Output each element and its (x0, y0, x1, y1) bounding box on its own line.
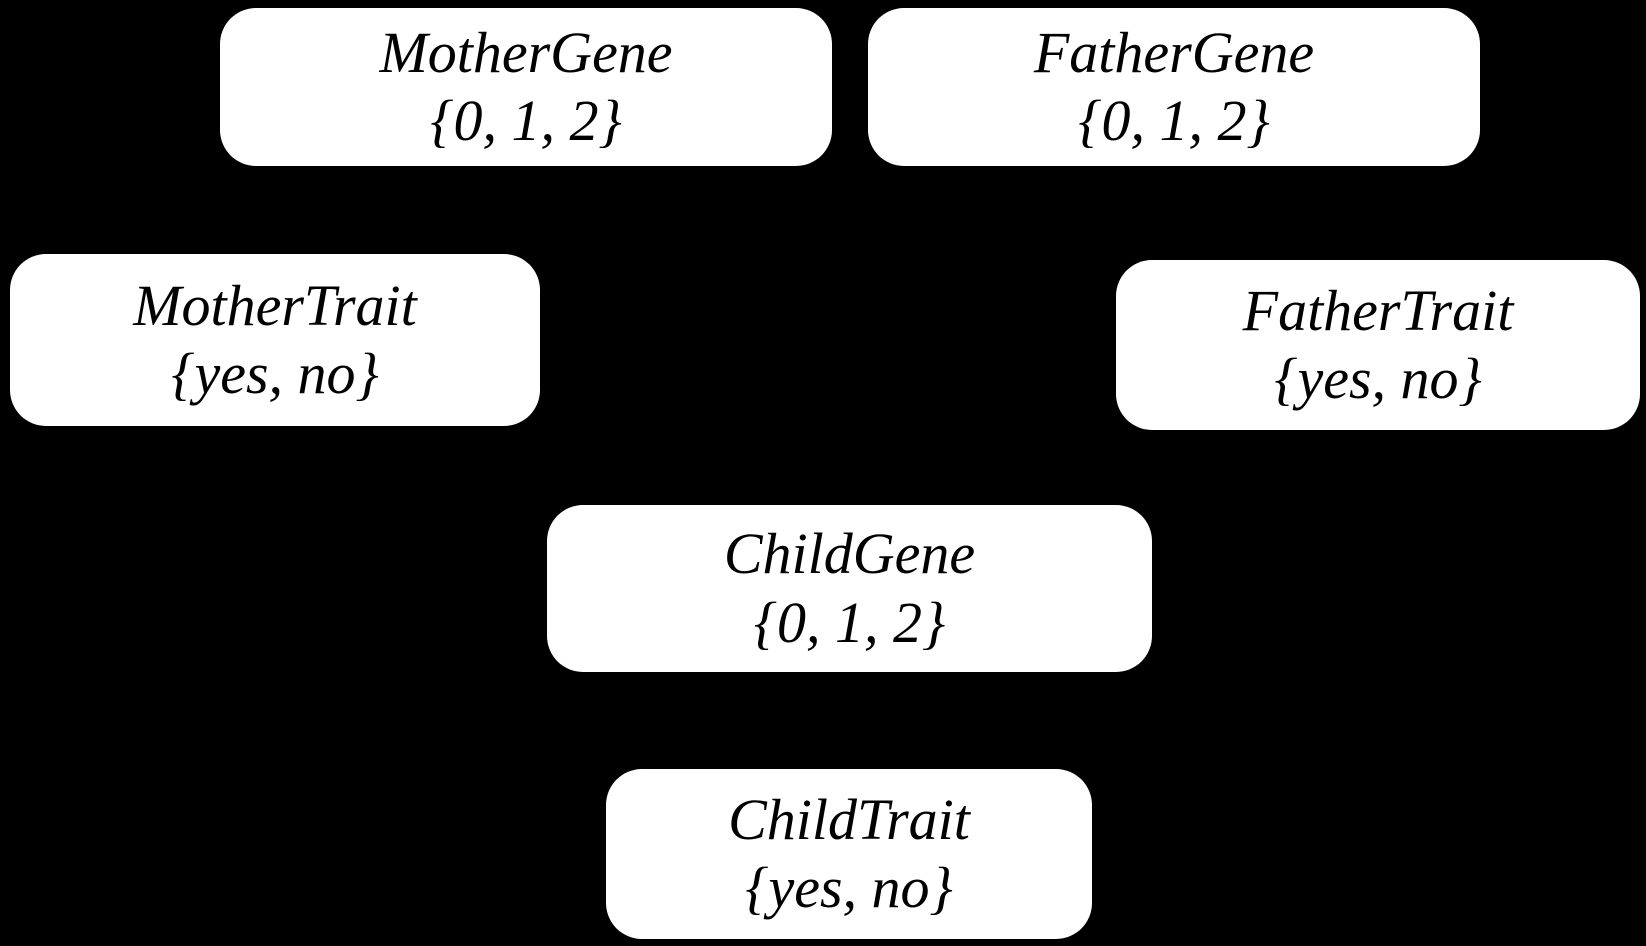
node-child-trait: ChildTrait {yes, no} (606, 769, 1092, 939)
node-mother-trait: MotherTrait {yes, no} (10, 254, 540, 426)
node-father-gene-values: {0, 1, 2} (1078, 88, 1270, 153)
node-father-trait-values: {yes, no} (1274, 346, 1482, 411)
node-mother-gene-label: MotherGene (379, 19, 673, 85)
node-father-trait-label: FatherTrait (1242, 277, 1514, 343)
node-child-gene: ChildGene {0, 1, 2} (547, 505, 1152, 672)
node-mother-gene-values: {0, 1, 2} (430, 88, 622, 153)
node-mother-trait-label: MotherTrait (133, 272, 417, 338)
node-child-trait-values: {yes, no} (745, 855, 953, 920)
node-father-gene: FatherGene {0, 1, 2} (868, 8, 1480, 166)
node-child-trait-label: ChildTrait (728, 786, 970, 852)
node-father-gene-label: FatherGene (1033, 19, 1315, 85)
node-mother-gene: MotherGene {0, 1, 2} (220, 8, 832, 166)
node-mother-trait-values: {yes, no} (171, 341, 379, 406)
node-child-gene-label: ChildGene (723, 521, 976, 587)
node-father-trait: FatherTrait {yes, no} (1116, 260, 1640, 430)
node-child-gene-values: {0, 1, 2} (753, 589, 946, 655)
